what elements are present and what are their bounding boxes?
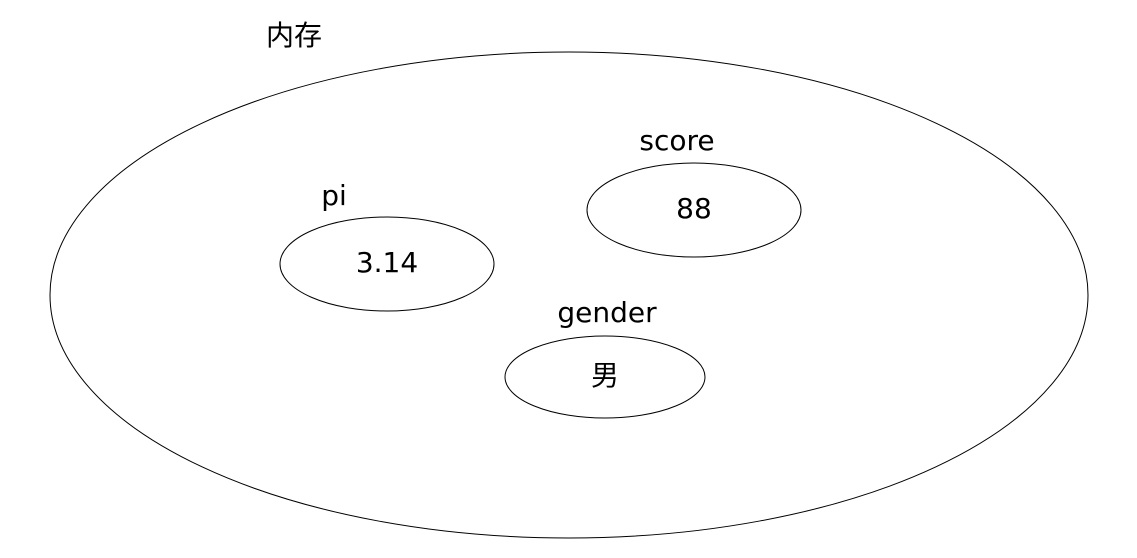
memory-region-ellipse: [49, 51, 1089, 539]
variable-value-score: 88: [676, 192, 712, 225]
variable-label-score: score: [639, 124, 714, 157]
variable-value-pi: 3.14: [356, 246, 418, 279]
variable-label-gender: gender: [557, 296, 657, 329]
variable-ellipse-score: [586, 162, 802, 258]
diagram-title: 内存: [266, 19, 322, 52]
variable-ellipse-gender: [504, 335, 706, 419]
variable-value-gender: 男: [591, 359, 619, 392]
variable-ellipse-pi: [279, 216, 495, 312]
variable-label-pi: pi: [321, 179, 347, 212]
